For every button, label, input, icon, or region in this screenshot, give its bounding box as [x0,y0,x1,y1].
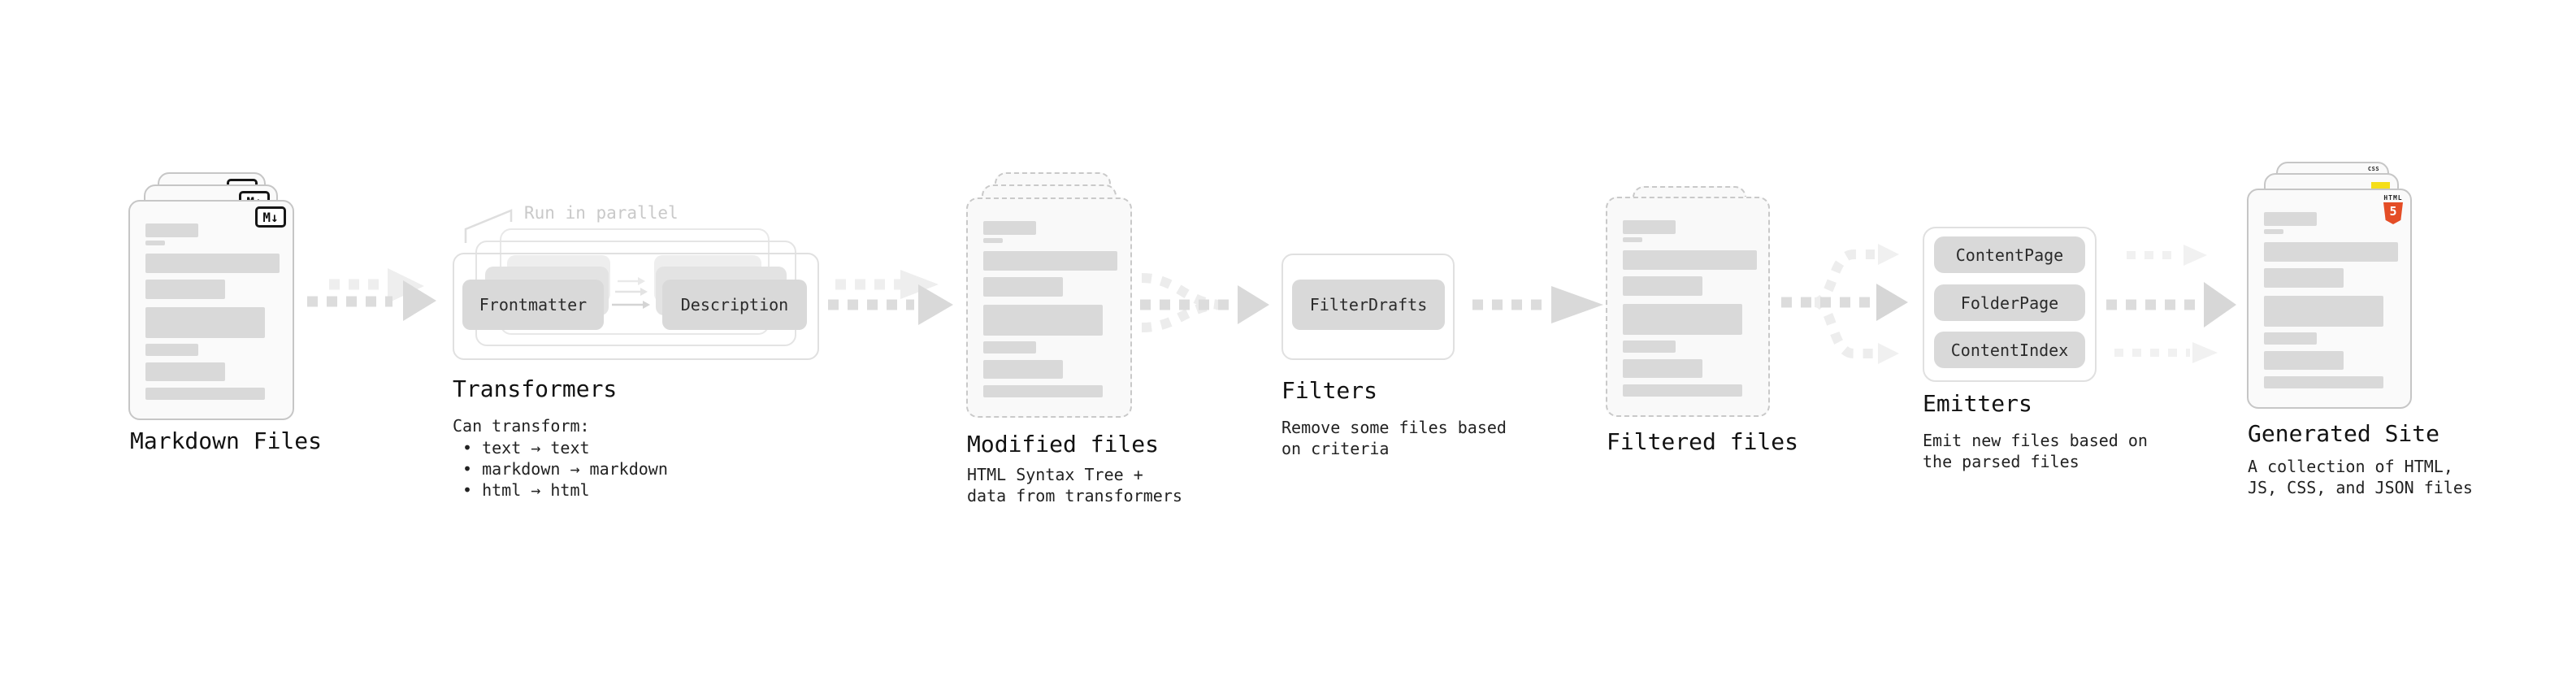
text-line-placeholder [1623,220,1676,234]
parallel-mini-arrows [612,277,650,309]
generated-caption: JS, CSS, and JSON files [2248,478,2473,497]
stage-title-markdown-files: Markdown Files [130,427,323,454]
text-line-placeholder [2264,296,2383,327]
text-line-placeholder [2264,229,2283,234]
emitters-caption: the parsed files [1923,452,2079,471]
stage-title-generated-site: Generated Site [2248,420,2440,447]
text-line-placeholder [145,307,265,338]
filtered-file-front [1606,197,1770,417]
doc-content-lines [145,223,280,400]
merge-arrow-modified-to-filters [1140,273,1269,332]
emitters-caption: Emit new files based on [1923,431,2148,450]
emitters-frame [1923,227,2097,382]
text-line-placeholder [145,223,198,237]
transformers-bullet: • html → html [462,480,590,500]
contentpage-emitter-box: ContentPage [1934,236,2085,273]
text-line-placeholder [1623,237,1642,242]
modified-caption: HTML Syntax Tree + [967,465,1143,484]
run-in-parallel-note: Run in parallel [524,203,679,223]
text-line-placeholder [1623,250,1757,270]
filters-caption: Remove some files based [1281,418,1507,437]
text-line-placeholder [983,385,1103,397]
generated-file-front: HTML 5 [2247,189,2412,409]
description-transformer-box: Description [662,280,807,330]
text-line-placeholder [2264,242,2398,262]
contentindex-emitter-box: ContentIndex [1934,332,2085,368]
dashed-arrow-transformers-to-modified [828,270,953,325]
transformers-caption-heading: Can transform: [453,416,590,436]
filters-frame [1281,254,1455,360]
modified-caption: data from transformers [967,486,1182,505]
text-line-placeholder [145,280,225,299]
text-line-placeholder [145,388,265,400]
text-line-placeholder [2264,376,2383,388]
stage-title-transformers: Transformers [453,375,618,402]
folderpage-emitter-box: FolderPage [1934,284,2085,321]
text-line-placeholder [2264,351,2344,370]
text-line-placeholder [2264,268,2344,288]
note-leader-line [464,209,513,243]
text-line-placeholder [145,344,198,356]
dashed-arrow-filters-to-filtered [1472,286,1603,323]
stage-title-filtered-files: Filtered files [1607,428,1799,455]
text-line-placeholder [1623,340,1676,353]
filterdrafts-box: FilterDrafts [1292,280,1445,330]
text-line-placeholder [983,305,1103,336]
split-arrow-filtered-to-emitters [1781,244,1908,364]
text-line-placeholder [2264,332,2317,345]
transformers-bullet: • text → text [462,438,590,458]
dashed-arrow-markdown-to-transformers [307,268,436,321]
stage-title-emitters: Emitters [1923,390,2032,417]
javascript-file-icon [2371,182,2390,190]
markdown-icon: M↓ [255,206,286,228]
text-line-placeholder [145,362,225,381]
stage-title-modified-files: Modified files [967,431,1160,458]
transformers-bullet: • markdown → markdown [462,459,668,479]
text-line-placeholder [145,254,280,273]
text-line-placeholder [1623,276,1702,296]
text-line-placeholder [145,241,165,245]
html5-icon: HTML 5 [2383,194,2404,224]
transformer-frame-front [453,253,819,360]
text-line-placeholder [983,238,1003,243]
text-line-placeholder [983,277,1063,297]
text-line-placeholder [983,221,1036,235]
doc-content-lines [1623,220,1757,397]
text-line-placeholder [2264,212,2317,226]
modified-file-front [966,197,1132,418]
stage-title-filters: Filters [1281,377,1378,404]
text-line-placeholder [1623,384,1742,397]
text-line-placeholder [983,360,1063,379]
text-line-placeholder [1623,304,1742,335]
filters-caption: on criteria [1281,439,1390,458]
generated-caption: A collection of HTML, [2248,457,2453,476]
text-line-placeholder [1623,359,1702,378]
triple-dashed-arrow-emitters-to-generated [2106,245,2236,363]
text-line-placeholder [983,341,1036,354]
doc-content-lines [2264,212,2398,388]
doc-content-lines [983,221,1117,397]
markdown-file-front: M↓ [128,200,294,420]
text-line-placeholder [983,251,1117,271]
frontmatter-transformer-box: Frontmatter [462,280,604,330]
